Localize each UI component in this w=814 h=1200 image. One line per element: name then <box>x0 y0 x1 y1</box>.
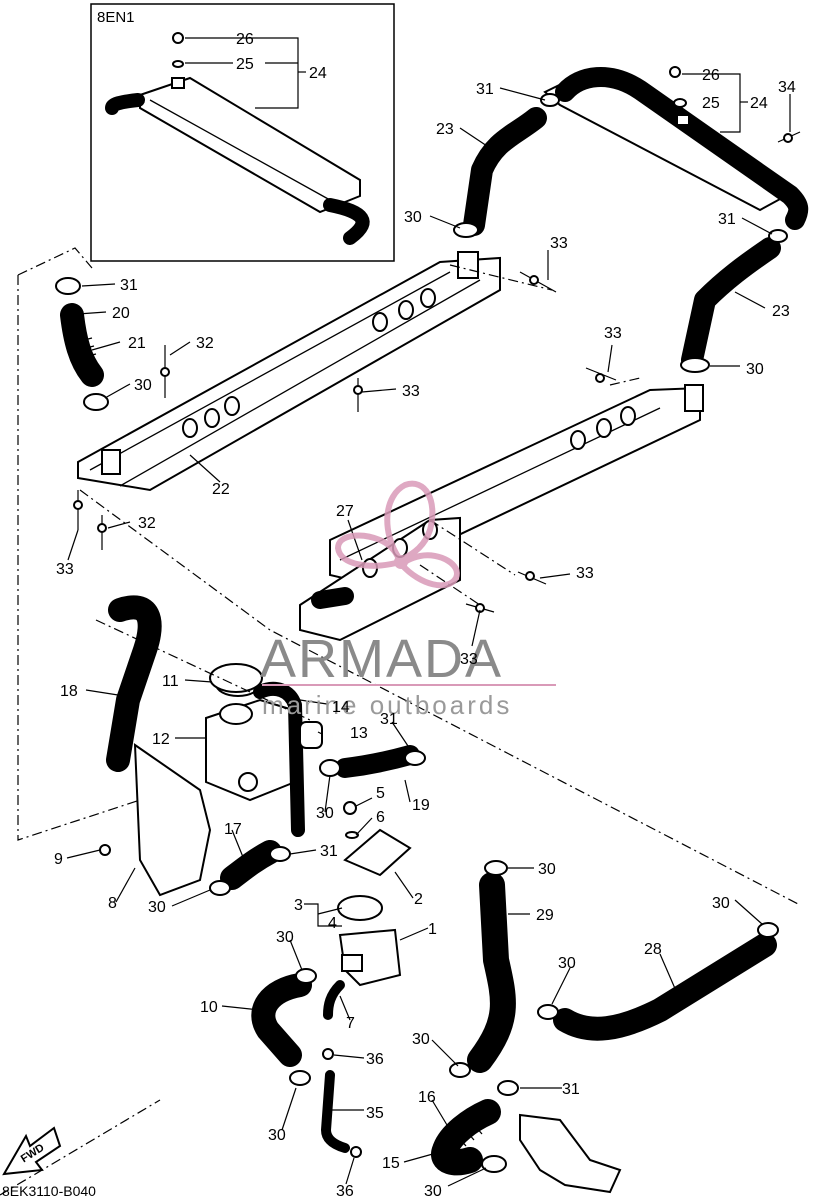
callout-30: 30 <box>404 209 422 226</box>
callout-19: 19 <box>412 797 430 814</box>
callout-30: 30 <box>424 1183 442 1200</box>
callout-29: 29 <box>536 907 554 924</box>
callout-4: 4 <box>328 915 337 932</box>
callout-9: 9 <box>54 851 63 868</box>
assembly-lines <box>0 247 801 1196</box>
callout-36: 36 <box>336 1183 354 1200</box>
callout-3: 3 <box>294 897 303 914</box>
callout-33: 33 <box>604 325 622 342</box>
leader-lines <box>66 37 791 1187</box>
callout-14: 14 <box>332 699 350 716</box>
callout-1: 1 <box>428 921 437 938</box>
long-pipe-top <box>555 67 809 230</box>
callout-8: 8 <box>108 895 117 912</box>
hose-23-upper <box>463 107 547 236</box>
inset-manifold-part <box>105 32 370 245</box>
hose-20-21 <box>60 303 104 387</box>
inset-8en1: 8EN1 <box>90 3 395 262</box>
callout-30: 30 <box>746 361 764 378</box>
callout-27: 27 <box>336 503 354 520</box>
callout-13: 13 <box>350 725 368 742</box>
hose-19 <box>335 745 420 778</box>
callout-20: 20 <box>112 305 130 322</box>
callout-34: 34 <box>778 79 796 96</box>
fitting-lower-right <box>519 1113 622 1194</box>
thermostat-housing-1 <box>337 801 412 987</box>
callout-31: 31 <box>476 81 494 98</box>
callout-24: 24 <box>309 65 327 82</box>
hose-23-right <box>681 237 781 371</box>
callout-24: 24 <box>750 95 768 112</box>
callout-33: 33 <box>402 383 420 400</box>
callout-23: 23 <box>772 303 790 320</box>
hose-28 <box>553 933 777 1041</box>
callout-31: 31 <box>120 277 138 294</box>
hose-29 <box>467 872 516 1073</box>
callout-30: 30 <box>538 861 556 878</box>
callout-5: 5 <box>376 785 385 802</box>
callout-15: 15 <box>382 1155 400 1172</box>
callout-11: 11 <box>162 673 179 690</box>
gasket-13 <box>299 721 323 749</box>
callout-31: 31 <box>562 1081 580 1098</box>
clamps <box>55 93 788 1173</box>
watermark-subtitle: marine outboards <box>262 690 512 720</box>
hose-17 <box>220 840 282 890</box>
callout-30: 30 <box>316 805 334 822</box>
callout-26: 26 <box>236 31 254 48</box>
callout-7: 7 <box>346 1015 355 1032</box>
callout-31: 31 <box>380 711 398 728</box>
callout-6: 6 <box>376 809 385 826</box>
callout-30: 30 <box>712 895 730 912</box>
callout-12: 12 <box>152 731 170 748</box>
callout-23: 23 <box>436 121 454 138</box>
hose-10 <box>251 973 312 1067</box>
callout-25: 25 <box>236 56 254 73</box>
callout-35: 35 <box>366 1105 384 1122</box>
propeller-logo <box>334 480 460 589</box>
callout-26: 26 <box>702 67 720 84</box>
fwd-arrow: FWD <box>2 1126 62 1176</box>
callout-30: 30 <box>148 899 166 916</box>
callout-2: 2 <box>414 891 423 908</box>
callout-10: 10 <box>200 999 218 1016</box>
callout-30: 30 <box>412 1031 430 1048</box>
hose-15-16 <box>431 1099 501 1176</box>
drawing-code: 8EK3110-B040 <box>2 1183 96 1199</box>
callout-labels: 26 25 24 31 23 26 25 24 34 30 33 31 23 3… <box>54 31 796 1200</box>
callout-33: 33 <box>550 235 568 252</box>
callout-33: 33 <box>460 651 478 668</box>
fasteners <box>73 66 801 856</box>
callout-31: 31 <box>718 211 736 228</box>
bracket-8 <box>133 743 212 897</box>
cap-11 <box>209 663 263 693</box>
watermark-brand: ARMADA <box>260 629 503 689</box>
inset-title: 8EN1 <box>97 9 135 26</box>
callout-17: 17 <box>224 821 242 838</box>
hose-18 <box>106 595 162 772</box>
callout-28: 28 <box>644 941 662 958</box>
callout-30: 30 <box>268 1127 286 1144</box>
callout-18: 18 <box>60 683 78 700</box>
hose-7 <box>323 980 345 1020</box>
callout-30: 30 <box>134 377 152 394</box>
hose-35 <box>321 1070 350 1153</box>
callout-32: 32 <box>196 335 214 352</box>
callout-30: 30 <box>558 955 576 972</box>
callout-21: 21 <box>128 335 146 352</box>
armada-watermark: ARMADA marine outboards <box>260 480 556 720</box>
callout-31: 31 <box>320 843 338 860</box>
callout-22: 22 <box>212 481 230 498</box>
callout-16: 16 <box>418 1089 436 1106</box>
callout-33: 33 <box>56 561 74 578</box>
callout-36: 36 <box>366 1051 384 1068</box>
callout-30: 30 <box>276 929 294 946</box>
callout-25: 25 <box>702 95 720 112</box>
callout-32: 32 <box>138 515 156 532</box>
callout-33: 33 <box>576 565 594 582</box>
upper-manifold-22 <box>77 251 501 492</box>
